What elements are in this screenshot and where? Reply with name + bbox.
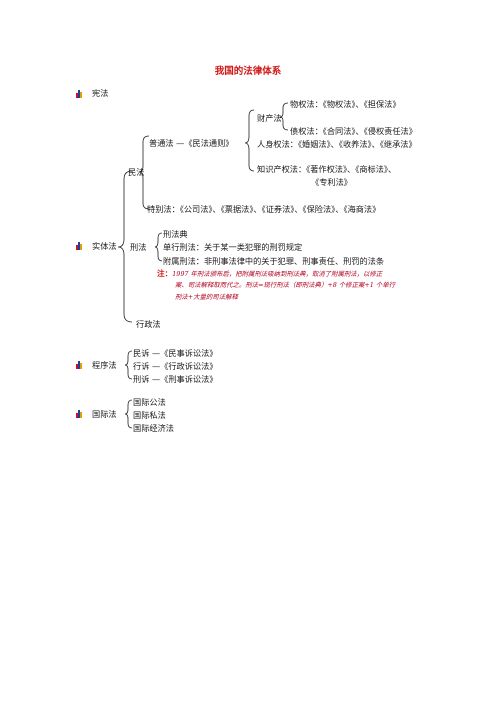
- note-line: 案、司法解释取而代之。刑法=现行刑法（即刑法典）+8 个修正案+1 个单行: [175, 281, 395, 289]
- section-procedural: 程序法: [92, 360, 117, 370]
- section-international: 国际法: [92, 409, 117, 419]
- obligations-law: 债权法：《合同法》、《侵权责任法》: [290, 126, 417, 136]
- special-civil-law: 特别法：《公司法》、《票据法》、《证券法》、《保险法》、《海商法》: [147, 204, 381, 214]
- procedural-item: 民诉 —《民事诉讼法》: [133, 348, 218, 358]
- note-line: 刑法+大量的司法解释: [175, 293, 238, 301]
- international-item: 国际私法: [133, 410, 166, 420]
- ip-law-line1: 知识产权法：《著作权法》、《商标法》、: [257, 164, 397, 174]
- criminal-item: 附属刑法：非刑事法律中的关于犯罪、刑事责任、刑罚的法条: [163, 256, 385, 266]
- bullet-icon: [76, 410, 83, 418]
- criminal-law-label: 刑法: [130, 242, 147, 252]
- criminal-item: 单行刑法：关于某一类犯罪的刑罚规定: [163, 242, 303, 252]
- bullet-icon: [76, 361, 83, 369]
- criminal-item: 刑法典: [163, 229, 188, 239]
- section-constitution: 宪法: [92, 88, 109, 98]
- international-item: 国际经济法: [133, 423, 174, 433]
- international-item: 国际公法: [133, 397, 166, 407]
- real-rights-law: 物权法：《物权法》、《担保法》: [290, 99, 401, 109]
- procedural-item: 行诉 —《行政诉讼法》: [133, 361, 218, 371]
- administrative-law-label: 行政法: [136, 319, 161, 329]
- bullet-icon: [76, 90, 83, 98]
- criminal-note: 注：1997 年刑法颁布后，把附属刑法吸纳到刑法典，取消了附属刑法，以修正: [157, 269, 382, 280]
- procedural-item: 刑诉 —《刑事诉讼法》: [133, 374, 218, 384]
- civil-law-label: 民法: [128, 167, 145, 177]
- personal-rights-law: 人身权法：《婚姻法》、《收养法》、《继承法》: [257, 139, 417, 149]
- ip-law-line2: 《专利法》: [311, 177, 352, 187]
- property-law-label: 财产法: [257, 113, 282, 123]
- note-label: 注：: [157, 269, 173, 278]
- section-substantive: 实体法: [92, 241, 117, 251]
- page-title: 我国的法律体系: [214, 66, 282, 77]
- bullet-icon: [76, 242, 83, 250]
- civil-common-law: 普通法 —《民法通则》: [149, 138, 234, 148]
- note-line: 1997 年刑法颁布后，把附属刑法吸纳到刑法典，取消了附属刑法，以修正: [172, 270, 383, 278]
